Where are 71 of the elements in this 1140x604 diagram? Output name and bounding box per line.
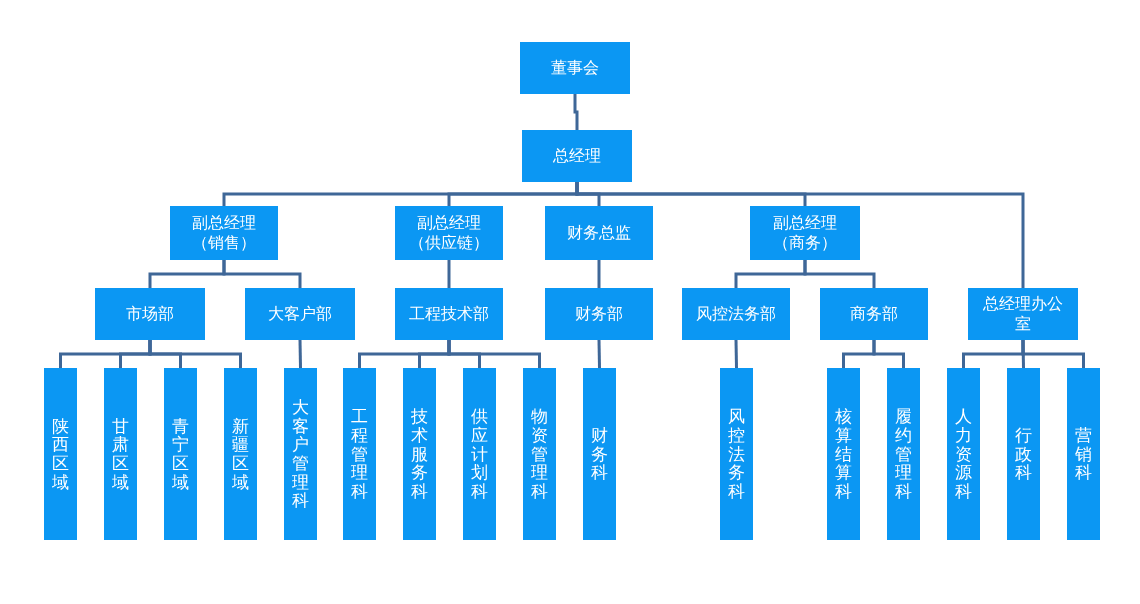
node-label: 大客户部 — [267, 304, 333, 324]
department-bar — [104, 368, 137, 540]
node-label: 物资管理科 — [531, 407, 548, 501]
node-label: 董事会 — [550, 58, 600, 78]
node-label: 财务总监 — [566, 223, 632, 243]
node-label: 行政科 — [1015, 425, 1032, 483]
node-label: 风控法务科 — [728, 407, 745, 501]
node-label: 供应计划科 — [471, 407, 488, 501]
department-bar — [523, 368, 556, 540]
connector-line — [803, 260, 876, 288]
department-bar — [1007, 368, 1040, 540]
node-label: 总经理 — [552, 146, 602, 166]
node-label: 人力资源科 — [955, 407, 972, 501]
node-label: 大客户管理科 — [292, 397, 309, 511]
org-box — [750, 206, 860, 260]
org-box — [245, 288, 355, 340]
department-bar — [827, 368, 860, 540]
org-box — [545, 206, 653, 260]
department-bar — [463, 368, 496, 540]
connector-line — [447, 260, 451, 288]
connector-line — [148, 340, 242, 368]
connector-line — [734, 339, 738, 369]
node-label: 技术服务科 — [411, 407, 428, 501]
connector-line — [222, 260, 302, 288]
org-box — [545, 288, 653, 340]
org-box — [522, 130, 632, 182]
org-box — [395, 288, 503, 340]
org-box — [968, 288, 1078, 340]
node-label: 财务部 — [574, 304, 624, 324]
node-label: 新疆区域 — [232, 416, 249, 492]
org-box — [520, 42, 630, 94]
department-bar — [284, 368, 317, 540]
connector-line — [447, 340, 541, 368]
node-label: 工程管理科 — [351, 407, 368, 501]
org-box — [820, 288, 928, 340]
node-label: 副总经理（销售） — [191, 213, 257, 253]
connector-line — [872, 340, 905, 368]
node-label: 甘肃区域 — [112, 416, 129, 492]
department-bar — [224, 368, 257, 540]
department-bar — [583, 368, 616, 540]
node-label: 陕西区域 — [52, 416, 69, 492]
connector-line — [597, 260, 601, 288]
node-label: 副总经理（商务） — [772, 213, 838, 253]
node-label: 履约管理科 — [895, 407, 912, 501]
department-bar — [343, 368, 376, 540]
department-bar — [720, 368, 753, 540]
node-label: 青宁区域 — [172, 416, 189, 492]
connector-line — [1021, 340, 1085, 368]
department-bar — [887, 368, 920, 540]
org-box — [682, 288, 790, 340]
node-label: 总经理办公室 — [982, 294, 1064, 334]
connector-line — [597, 339, 601, 369]
org-box — [95, 288, 205, 340]
node-label: 财务科 — [591, 425, 608, 483]
node-label: 营销科 — [1075, 425, 1092, 483]
connector-line — [575, 182, 1025, 288]
node-label: 市场部 — [125, 304, 175, 324]
node-label: 风控法务部 — [695, 304, 777, 324]
node-label: 商务部 — [849, 304, 899, 324]
org-box — [170, 206, 278, 260]
node-label: 核算结算科 — [835, 407, 852, 501]
department-bar — [947, 368, 980, 540]
department-bar — [164, 368, 197, 540]
connector-line — [298, 339, 302, 369]
node-label: 工程技术部 — [408, 304, 490, 324]
department-bar — [1067, 368, 1100, 540]
connector-line — [573, 94, 579, 130]
department-bar — [44, 368, 77, 540]
org-box — [395, 206, 503, 260]
department-bar — [403, 368, 436, 540]
node-label: 副总经理（供应链） — [408, 213, 490, 253]
